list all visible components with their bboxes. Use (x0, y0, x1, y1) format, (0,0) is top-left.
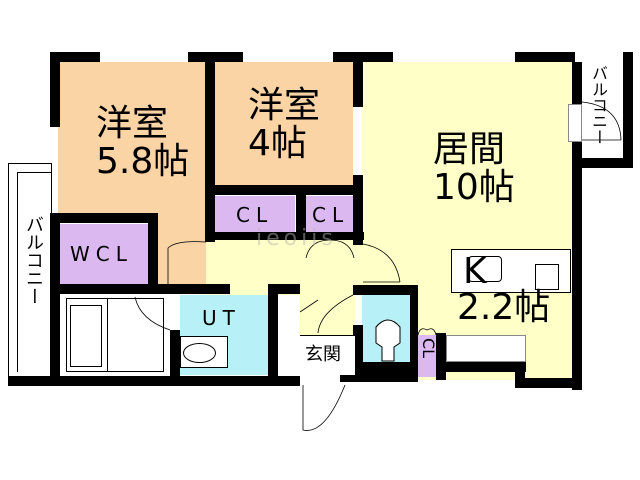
hallway-lower (300, 290, 355, 335)
wall (572, 142, 582, 390)
toilet-icon (375, 319, 401, 362)
wall (333, 52, 393, 62)
balcony-right-label: バルコニー (589, 65, 608, 145)
closet-cl3-label: CL (419, 338, 438, 359)
living-room-name: 居間 (433, 129, 506, 170)
watermark: ieoiis (256, 226, 337, 251)
closet-cl2-label: CL (312, 203, 350, 227)
utility-label: UT (202, 306, 241, 330)
closet-cl3 (418, 335, 436, 377)
wall (446, 362, 526, 372)
kitchen-counter-lower (446, 335, 526, 362)
wall (436, 333, 446, 380)
wall (515, 52, 575, 62)
wall (572, 158, 633, 168)
western-room-2-name: 洋室 (248, 85, 321, 126)
wall (50, 213, 158, 223)
western-room-1-lower (155, 220, 206, 284)
wall (296, 190, 306, 234)
wall (410, 285, 418, 380)
wall (50, 284, 230, 294)
bathtub-inner (70, 305, 102, 367)
kitchen-name: K (463, 251, 487, 292)
wall (215, 185, 355, 195)
closet-wcl (60, 224, 148, 284)
closet-cl2 (306, 196, 354, 232)
wall (205, 62, 215, 242)
western-room-1 (58, 62, 206, 222)
balcony-left-label: バルコニー (23, 215, 44, 305)
kitchen-size: 2.2帖 (457, 287, 551, 328)
wall (572, 62, 582, 104)
living-room-size: 10帖 (433, 167, 515, 208)
balcony-left-inner (17, 172, 52, 372)
wall (353, 285, 418, 295)
kitchen-sink (468, 256, 502, 282)
western-room-1-name: 洋室 (96, 103, 169, 144)
wall (8, 376, 300, 386)
wall (268, 284, 300, 294)
western-room-2 (215, 62, 353, 187)
bathroom (60, 294, 168, 376)
wall (353, 175, 363, 245)
closet-cl1 (215, 196, 295, 232)
balcony-left (8, 163, 52, 378)
wall (50, 52, 100, 62)
wall (340, 372, 418, 382)
wall (206, 232, 364, 240)
wall (50, 213, 60, 383)
bathtub (66, 298, 164, 372)
closet-cl1-label: CL (236, 203, 274, 227)
wall (188, 52, 243, 62)
entrance-area (300, 335, 355, 375)
wall (515, 378, 582, 388)
western-room-2-size: 4帖 (248, 123, 307, 164)
western-room-1-size: 5.8帖 (96, 141, 190, 182)
wall (148, 213, 158, 285)
wall (268, 284, 278, 379)
bathtub-divider (107, 298, 108, 372)
washbasin-icon (183, 343, 216, 363)
wall (170, 330, 180, 380)
stove-icon (535, 264, 559, 290)
wall (353, 325, 363, 380)
wall (50, 52, 60, 127)
wall (623, 52, 633, 167)
entrance-label: 玄関 (305, 344, 341, 365)
walk-in-closet-label: WCL (70, 242, 133, 266)
balcony-door (568, 104, 582, 142)
wall (353, 62, 363, 107)
